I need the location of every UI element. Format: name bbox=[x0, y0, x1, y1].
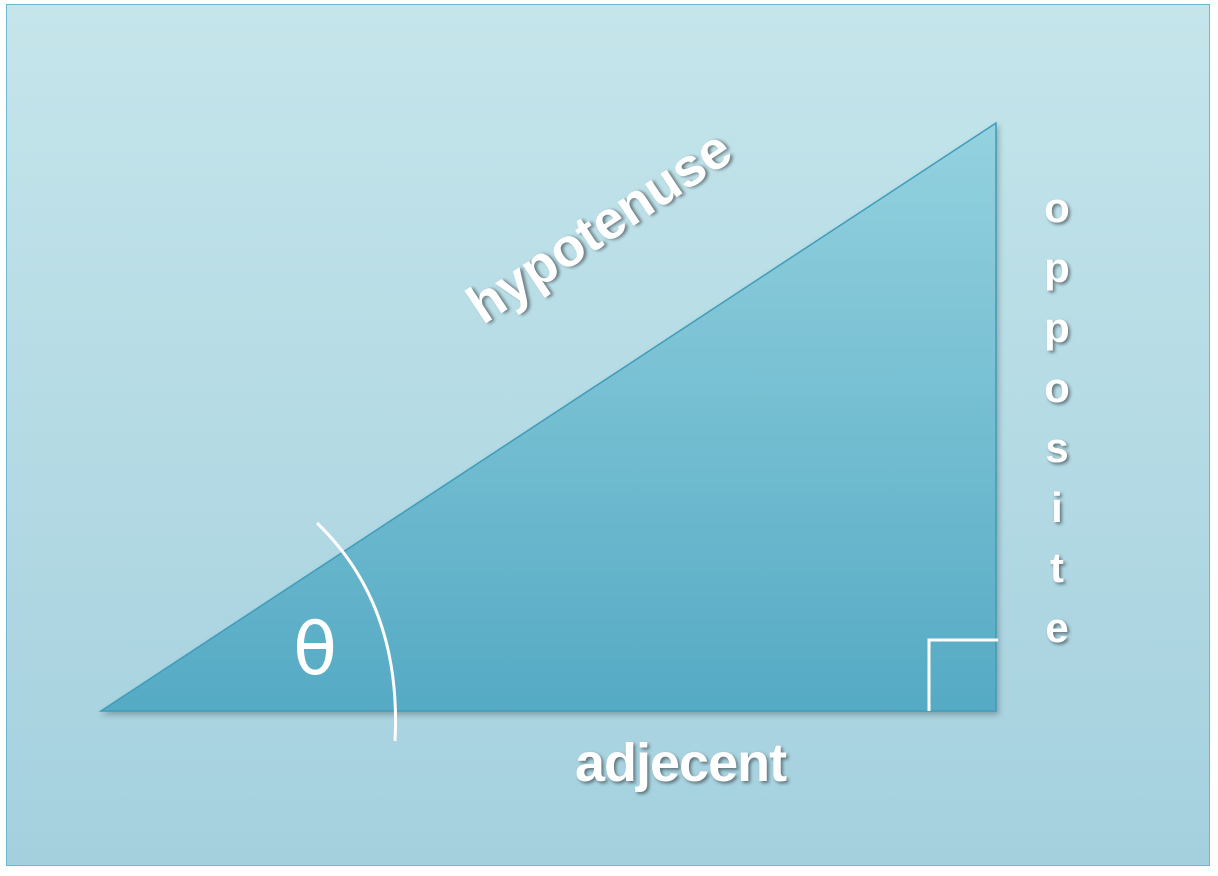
opposite-letter: s bbox=[1045, 424, 1069, 471]
opposite-letter: i bbox=[1051, 484, 1063, 531]
opposite-letter: o bbox=[1044, 364, 1070, 411]
opposite-letter: p bbox=[1044, 304, 1070, 351]
right-triangle bbox=[98, 121, 997, 712]
opposite-letter: p bbox=[1044, 244, 1070, 291]
triangle-diagram bbox=[98, 121, 998, 742]
diagram-canvas: hypotenuse adjecent o p p o s i t e θ bbox=[6, 4, 1210, 866]
theta-symbol: θ bbox=[293, 607, 338, 691]
opposite-letter: e bbox=[1045, 604, 1069, 651]
opposite-letter: t bbox=[1050, 544, 1064, 591]
opposite-letter: o bbox=[1044, 184, 1070, 231]
opposite-label: o p p o s i t e bbox=[1033, 184, 1081, 668]
adjacent-label: adjecent bbox=[575, 733, 787, 793]
angle-arc bbox=[315, 521, 398, 742]
right-angle-marker bbox=[927, 638, 998, 711]
